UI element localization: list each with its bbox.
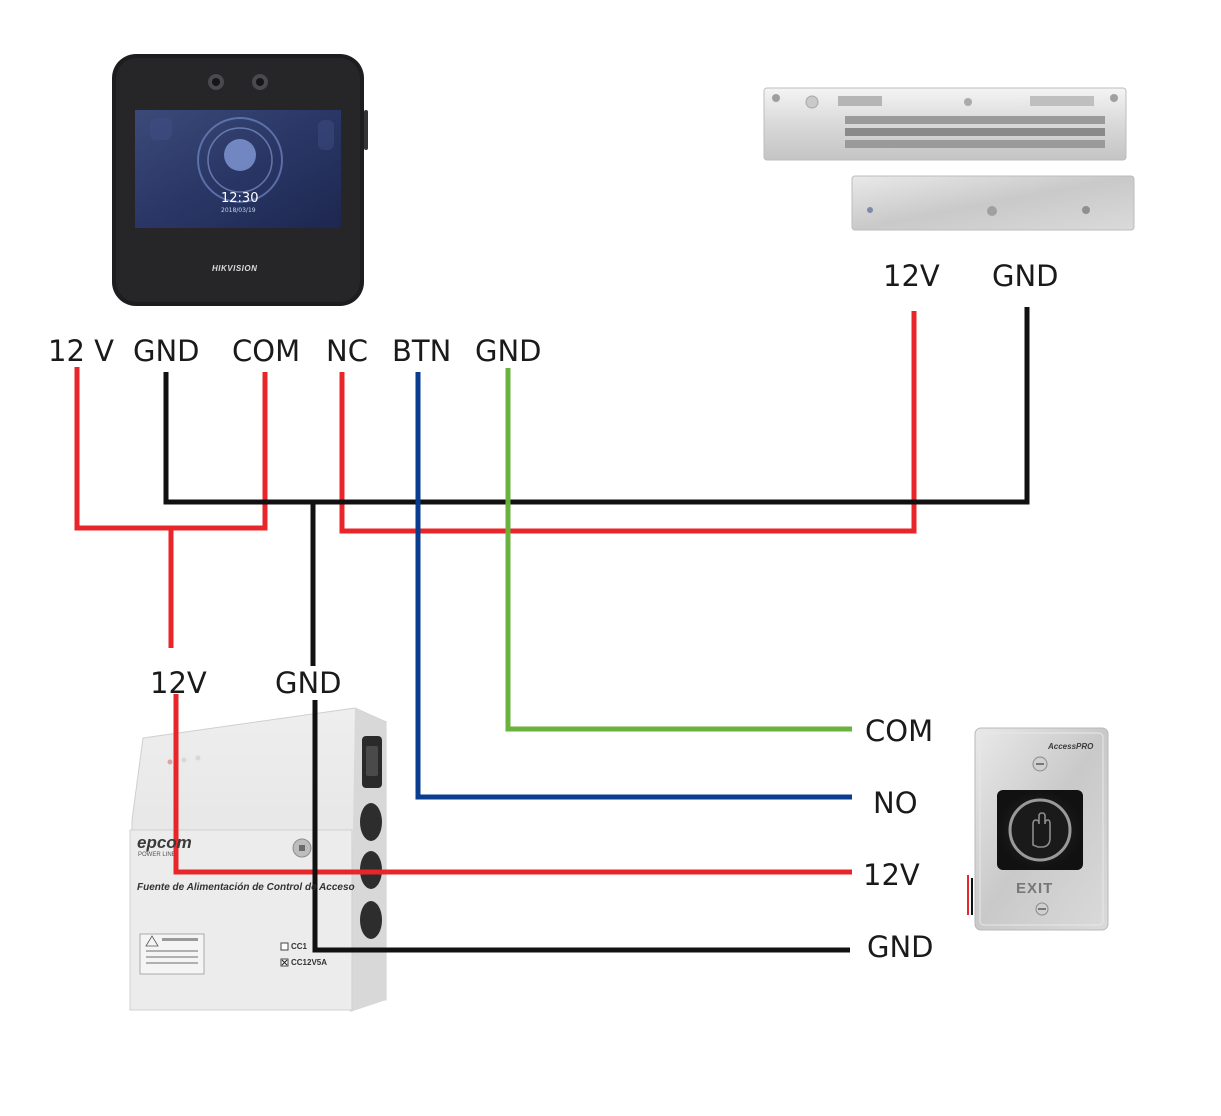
exit-button-brand: AccessPRO: [1048, 742, 1094, 751]
face-recognition-terminal: [112, 54, 368, 306]
exit-label-com: COM: [865, 714, 934, 748]
terminal-label-gnd-2: GND: [475, 334, 542, 368]
psu-model-2: CC12V5A: [291, 958, 328, 967]
exit-label-gnd: GND: [867, 930, 934, 964]
psu-brand: epcom: [137, 833, 192, 852]
exit-label-12v: 12V: [863, 858, 920, 892]
terminal-label-gnd: GND: [133, 334, 200, 368]
terminal-screen-time: 12:30: [221, 191, 259, 206]
cable-gland-icon: [360, 901, 382, 939]
terminal-label-com: COM: [232, 334, 301, 368]
exit-button-device: [967, 727, 1109, 931]
cable-gland-icon: [360, 803, 382, 841]
terminal-screen-date: 2018/03/19: [221, 207, 256, 214]
terminal-brand-logo: HIKVISION: [212, 264, 258, 273]
terminal-label-12v: 12 V: [48, 334, 114, 368]
hand-icon: [1032, 812, 1051, 848]
exit-label-no: NO: [873, 786, 918, 820]
power-supply: [129, 707, 388, 1012]
magnetic-lock: [763, 87, 1135, 231]
lock-label-12v: 12V: [883, 259, 940, 293]
face-scan-icon: [224, 139, 256, 171]
psu-label-gnd: GND: [275, 666, 342, 700]
touchless-sensor-icon: [1008, 798, 1072, 862]
terminal-label-nc: NC: [326, 334, 368, 368]
psu-model-1: CC1: [291, 942, 308, 951]
cable-gland-icon: [360, 851, 382, 889]
terminal-label-btn: BTN: [392, 334, 452, 368]
exit-button-legend: EXIT: [1016, 880, 1054, 897]
armature-plate: [851, 175, 1135, 231]
psu-label-12v: 12V: [150, 666, 207, 700]
psu-panel-title: Fuente de Alimentación de Control de Acc…: [137, 882, 355, 893]
lock-label-gnd: GND: [992, 259, 1059, 293]
checkbox-icon: [280, 942, 289, 951]
psu-brand-sub: POWER LINE: [138, 852, 176, 858]
